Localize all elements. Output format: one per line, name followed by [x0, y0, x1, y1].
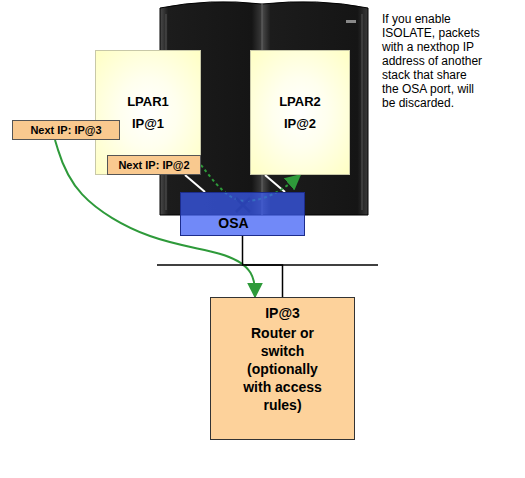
lpar-box: LPAR2IP@2: [250, 50, 350, 175]
nexthop-callout: Next IP: IP@2: [107, 155, 201, 175]
network-link: [243, 236, 283, 297]
packet-flow-arrow: [55, 140, 255, 297]
adapter-link: [185, 175, 205, 192]
router-box: IP@3Router or switch (optionally with ac…: [210, 297, 355, 440]
osa-adapter: OSA: [180, 192, 305, 236]
adapter-name: OSA: [218, 215, 248, 231]
ip-address: IP@3: [265, 304, 300, 322]
ip-address: IP@2: [284, 113, 316, 135]
partition-name: LPAR1: [127, 91, 169, 113]
device-description: Router or switch (optionally with access…: [233, 324, 332, 414]
nexthop-text: Next IP: IP@2: [118, 158, 189, 172]
nexthop-text: Next IP: IP@3: [30, 123, 101, 137]
ip-address: IP@1: [132, 113, 164, 135]
partition-name: LPAR2: [279, 91, 321, 113]
explanatory-note: If you enable ISOLATE, packets with a ne…: [382, 12, 486, 110]
nexthop-callout: Next IP: IP@3: [12, 120, 120, 140]
